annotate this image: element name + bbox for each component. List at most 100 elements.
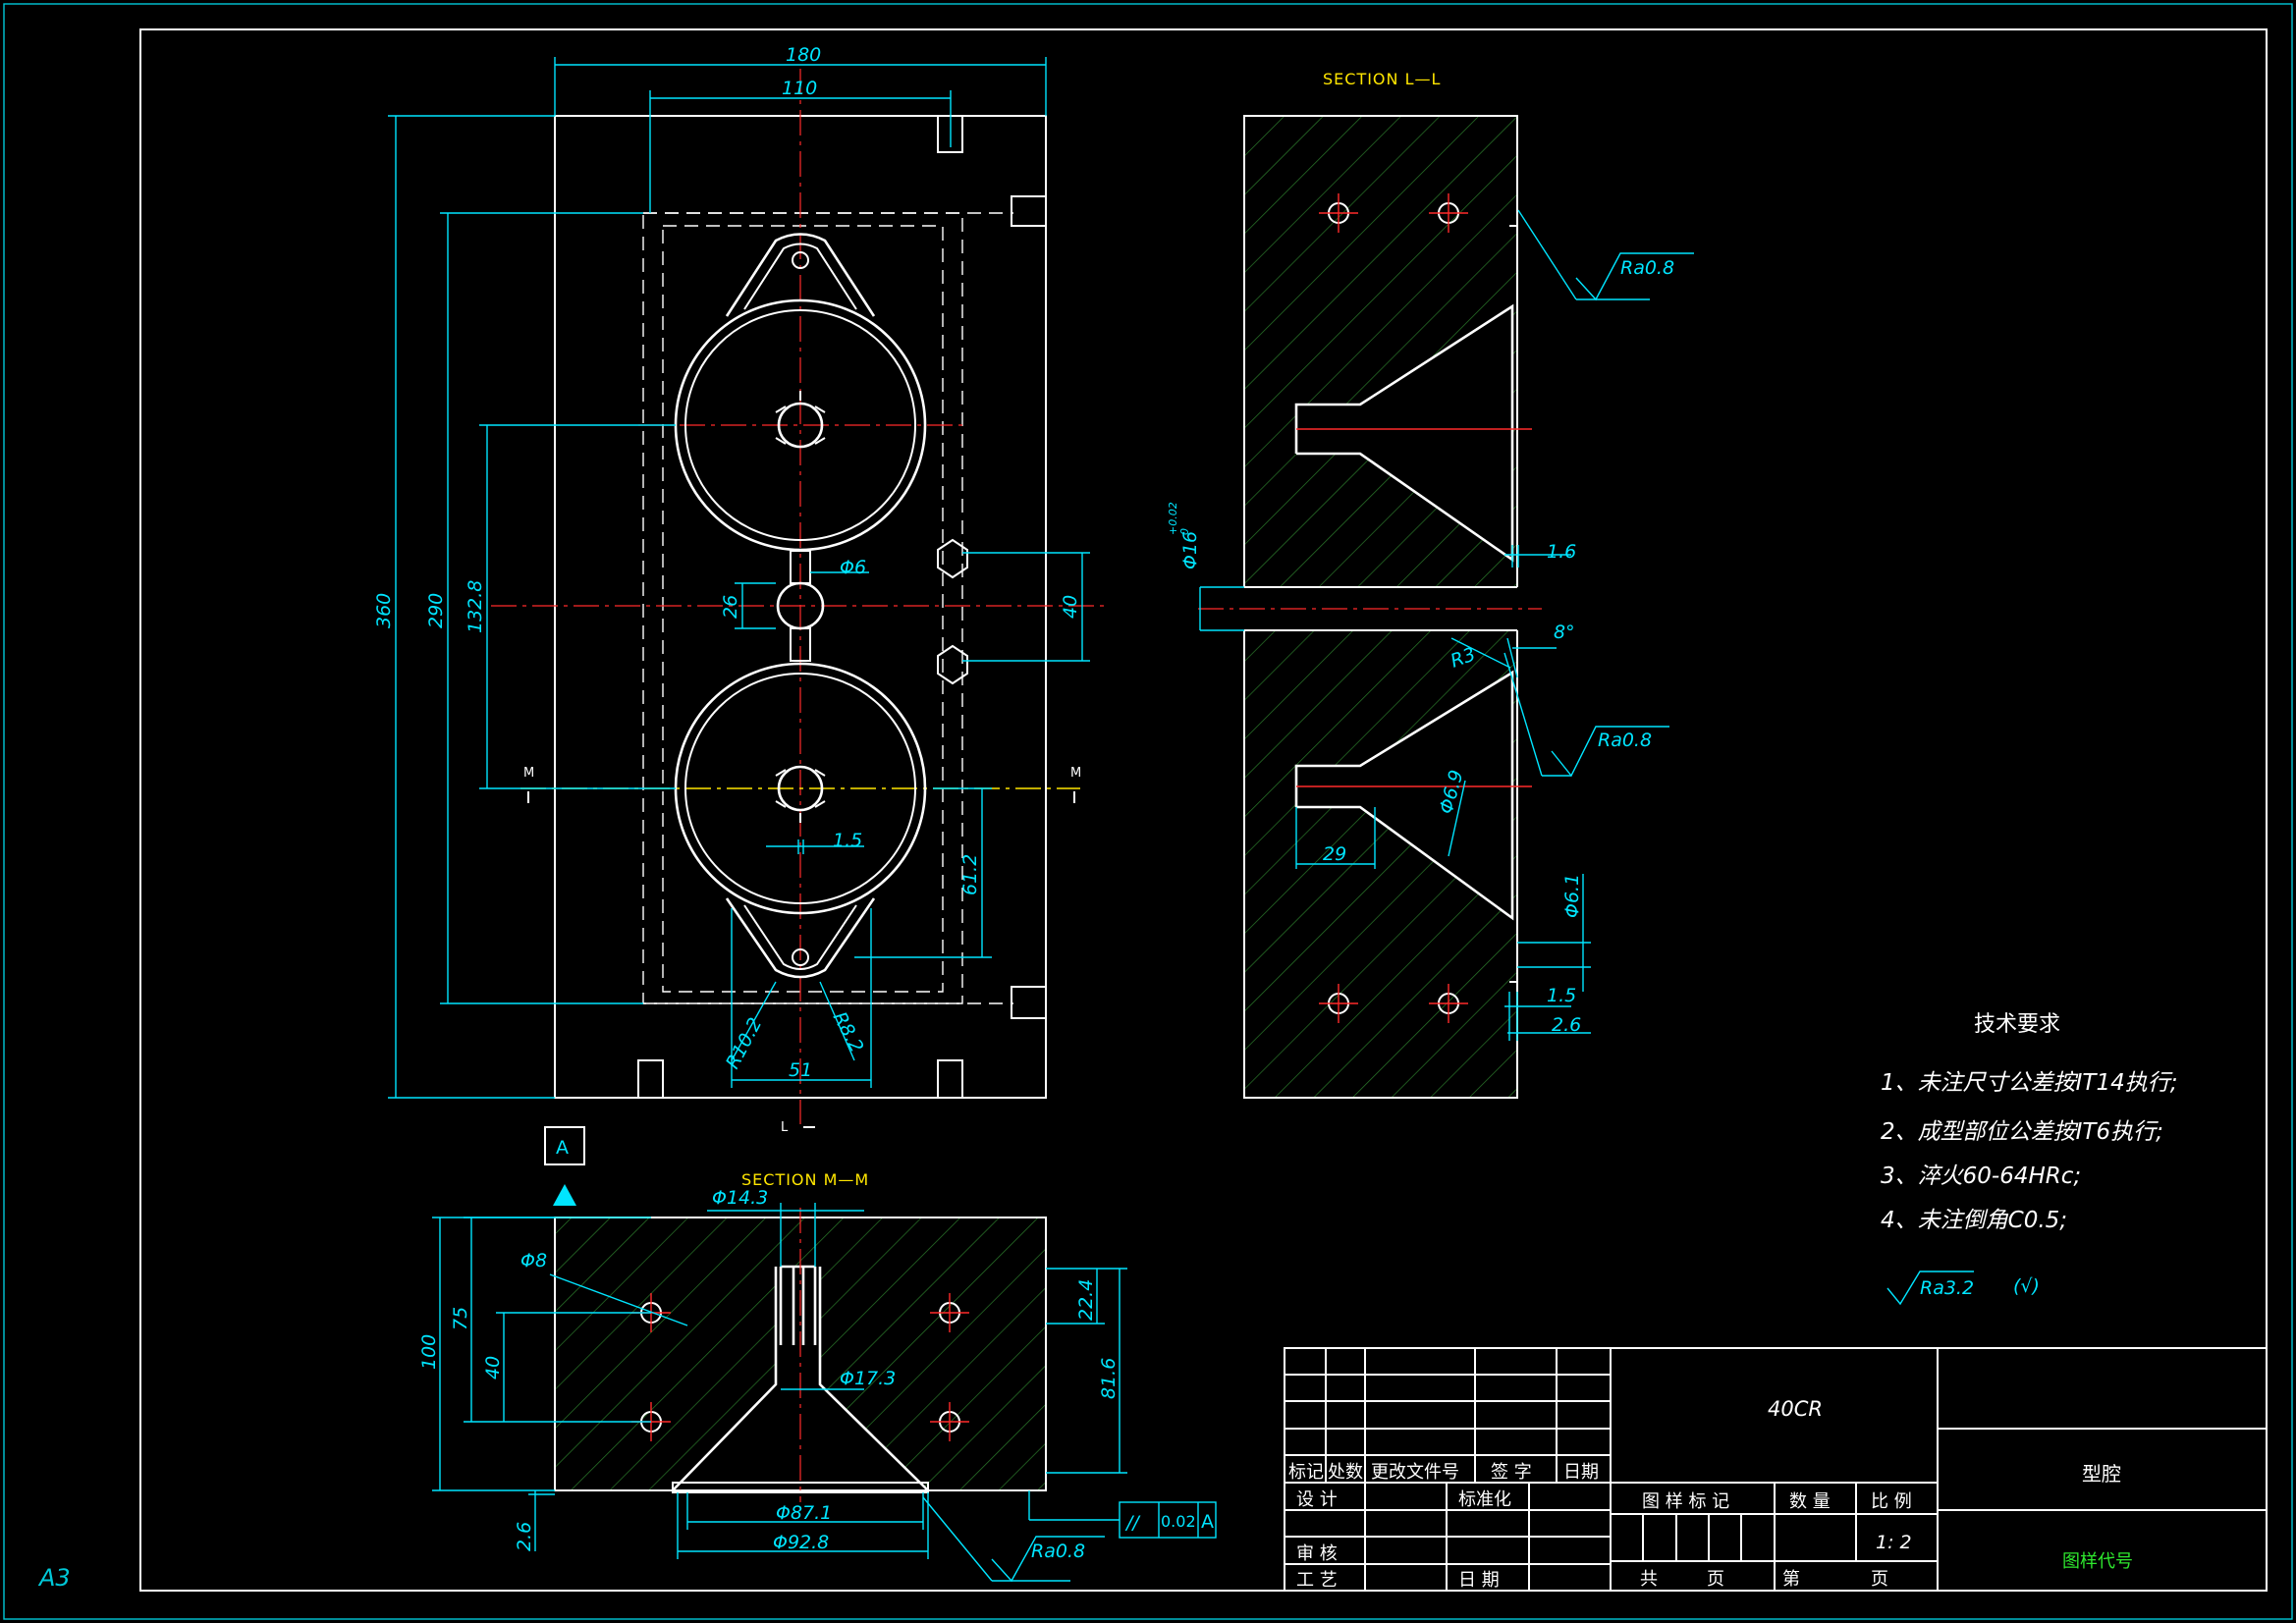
tech-rough-general: Ra3.2 (1920, 1277, 1974, 1299)
tb-process: 工 艺 (1296, 1570, 1338, 1591)
tb-standardize: 标准化 (1458, 1489, 1511, 1510)
tb-review: 审 核 (1296, 1543, 1338, 1564)
tol-value: 0.02 (1161, 1512, 1196, 1531)
mm-dim-22-4: 22.4 (1075, 1279, 1097, 1321)
tb-design: 设 计 (1296, 1489, 1338, 1510)
runner-gate-upper (790, 550, 811, 584)
cavity-profile-lower (1294, 670, 1514, 921)
dim-r8-2: R8.2 (829, 1008, 868, 1056)
tb-total: 共 (1640, 1569, 1658, 1590)
ll-rough-mid: Ra0.8 (1598, 730, 1652, 751)
mm-core-pin (779, 1265, 817, 1345)
mm-dimensions (432, 1203, 1127, 1583)
cavity-cut-upper (1296, 306, 1512, 560)
ll-dim-1-5: 1.5 (1547, 985, 1576, 1006)
tb-scale-value: 1: 2 (1876, 1532, 1912, 1553)
plan-dimensions (388, 57, 1090, 1099)
section-ll-title: SECTION L—L (1323, 70, 1441, 88)
section-mm-title: SECTION M—M (741, 1170, 869, 1189)
lower-tab-outer (725, 897, 876, 979)
plan-view: 180 110 360 290 132.8 26 40 Φ6 1.5 61.2 … (373, 44, 1110, 1135)
mm-dim-40: 40 (482, 1356, 504, 1380)
ll-rough-top: Ra0.8 (1620, 257, 1674, 279)
mm-dia-87-1: Φ87.1 (776, 1502, 832, 1524)
ll-dim-1-6: 1.6 (1547, 541, 1576, 563)
mm-dim-75: 75 (450, 1307, 471, 1330)
guide-pin-hole (637, 1059, 664, 1099)
dim-360: 360 (373, 593, 395, 628)
ll-tol-lower: 0 (1178, 528, 1191, 535)
dim-51: 51 (789, 1059, 812, 1081)
tol-datum: A (1201, 1511, 1214, 1533)
ll-dim-2-6: 2.6 (1552, 1014, 1581, 1036)
ll-dim-dia-16: Φ16 (1179, 531, 1201, 569)
dim-1-5: 1.5 (833, 830, 862, 851)
section-mark-m-left: M (523, 766, 534, 781)
tech-item-4: 4、未注倒角C0.5; (1881, 1208, 2067, 1233)
tech-item-3: 3、淬火60-64HRc; (1881, 1163, 2081, 1189)
title-material: 40CR (1768, 1397, 1823, 1421)
tb-label-change-doc: 更改文件号 (1371, 1462, 1459, 1483)
hidden-channel-frame-inner (662, 225, 944, 993)
tb-quantity: 数 量 (1789, 1491, 1831, 1512)
tech-item-1: 1、未注尺寸公差按IT14执行; (1881, 1070, 2177, 1096)
mm-cavity-left (672, 1267, 778, 1491)
dim-61-2: 61.2 (959, 854, 981, 895)
section-ll-view: SECTION L—L (1167, 70, 1694, 1099)
tb-label-sign: 签 字 (1491, 1462, 1532, 1483)
outer-border (3, 3, 2293, 1620)
section-mark-l: L (781, 1120, 789, 1135)
mm-dim-2-6: 2.6 (514, 1522, 535, 1551)
guide-pin-hole (937, 1059, 963, 1099)
mm-cavity-right (818, 1267, 929, 1491)
dim-290: 290 (425, 593, 447, 628)
ll-angle-8: 8° (1554, 622, 1575, 643)
lower-tab-hole (792, 948, 809, 966)
datum-a-triangle (553, 1184, 576, 1206)
dim-r10-2: R10.2 (722, 1014, 766, 1072)
upper-tab-hole (792, 251, 809, 269)
tb-sample-mark: 图 样 标 记 (1642, 1491, 1729, 1512)
dim-40: 40 (1060, 595, 1081, 619)
mm-dim-81-6: 81.6 (1098, 1358, 1120, 1399)
inner-frame (139, 28, 2268, 1592)
tb-page-2: 页 (1871, 1569, 1888, 1590)
runner-gate-lower (790, 627, 811, 662)
mm-dia-8: Φ8 (520, 1250, 547, 1271)
dim-26: 26 (720, 595, 741, 619)
lower-core-pin (777, 765, 824, 812)
dim-180: 180 (786, 44, 821, 66)
tb-label-mark: 标记 (1288, 1462, 1324, 1483)
roughness-symbol-icon (1886, 1271, 1974, 1306)
title-part-name: 型腔 (2082, 1462, 2121, 1486)
water-plug (1011, 986, 1047, 1019)
screw-hole (937, 538, 968, 579)
ll-tol-upper: +0.02 (1167, 502, 1179, 535)
upper-core-pin (777, 402, 824, 449)
ll-dia-6-1: Φ6.1 (1561, 874, 1583, 918)
cavity-cut-lower (1296, 673, 1512, 918)
lower-tab-inner (743, 904, 857, 970)
cavity-profile-upper (1294, 303, 1514, 563)
mm-bottom-recess (672, 1482, 929, 1493)
water-plug (1011, 195, 1047, 227)
tb-date: 日 期 (1458, 1570, 1500, 1591)
ll-dim-29: 29 (1323, 843, 1346, 865)
tb-scale-label: 比 例 (1871, 1491, 1912, 1512)
mm-dia-14-3: Φ14.3 (712, 1187, 768, 1209)
tech-heading: 技术要求 (1974, 1012, 2060, 1037)
tech-rough-other: (√) (2013, 1275, 2040, 1297)
tol-symbol: // (1124, 1512, 1141, 1534)
ll-holes (1319, 193, 1468, 1023)
section-mm-view: A SECTION M—M (418, 1126, 1217, 1583)
tb-label-count: 处数 (1328, 1462, 1363, 1483)
tb-page-1: 页 (1707, 1569, 1724, 1590)
upper-tab-inner (743, 243, 857, 310)
dim-132-8: 132.8 (465, 580, 486, 633)
datum-a-label: A (556, 1137, 569, 1159)
tech-item-2: 2、成型部位公差按IT6执行; (1881, 1119, 2163, 1145)
dim-dia-6: Φ6 (840, 557, 866, 578)
section-mark-m-right: M (1070, 766, 1081, 781)
mm-dia-92-8: Φ92.8 (773, 1532, 829, 1553)
